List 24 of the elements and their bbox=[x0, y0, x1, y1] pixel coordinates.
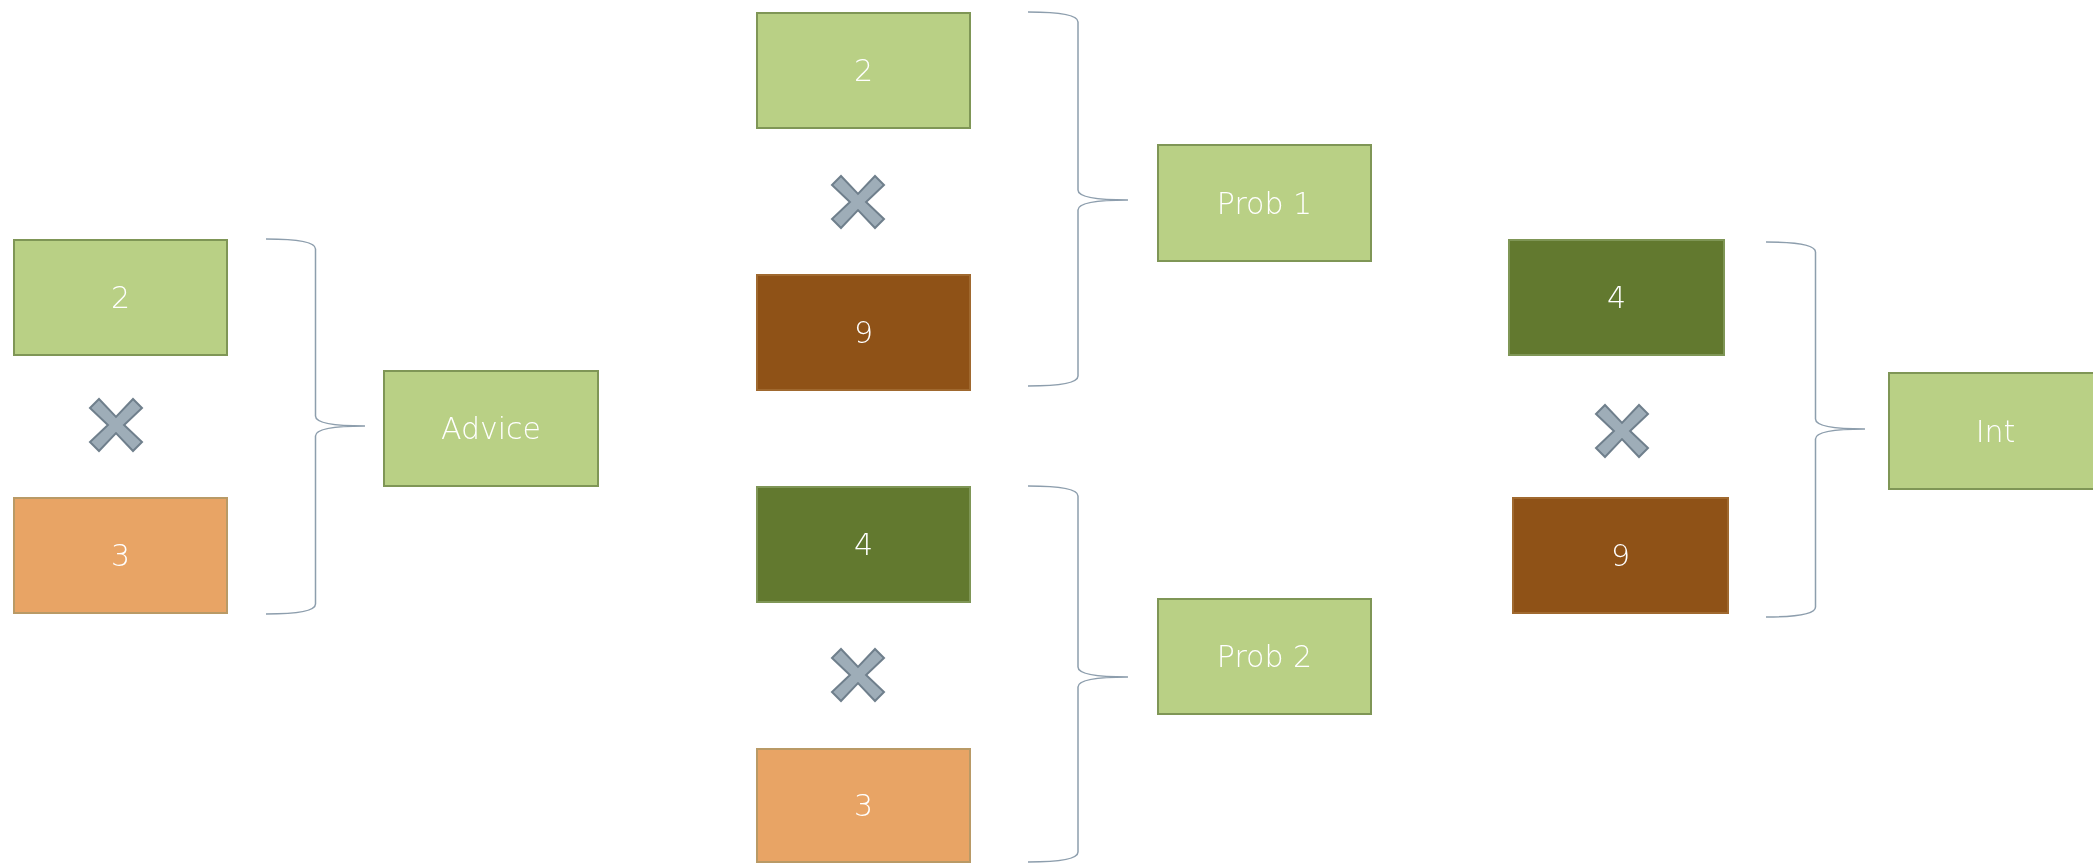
box-label: 9 bbox=[853, 315, 874, 350]
box-label: Prob 1 bbox=[1216, 185, 1313, 221]
number-box bbox=[1512, 497, 1729, 614]
box-label: Int bbox=[1975, 413, 2016, 449]
result-box bbox=[1157, 598, 1372, 715]
box-label: 2 bbox=[110, 280, 131, 315]
box-label: Advice bbox=[440, 411, 542, 446]
number-box bbox=[756, 12, 971, 129]
result-box bbox=[1888, 372, 2093, 490]
box-label: 9 bbox=[1610, 538, 1631, 573]
number-box bbox=[756, 748, 971, 863]
result-box bbox=[383, 370, 599, 487]
number-box bbox=[756, 274, 971, 391]
box-label: 3 bbox=[110, 538, 131, 573]
box-label: 2 bbox=[853, 53, 874, 88]
box-label: 3 bbox=[853, 788, 874, 823]
number-box bbox=[1508, 239, 1725, 356]
box-label: 4 bbox=[853, 527, 874, 562]
box-label: 4 bbox=[1606, 280, 1627, 315]
number-box bbox=[13, 497, 228, 614]
box-label: Prob 2 bbox=[1216, 639, 1313, 674]
result-box bbox=[1157, 144, 1372, 262]
number-box bbox=[756, 486, 971, 603]
number-box bbox=[13, 239, 228, 356]
